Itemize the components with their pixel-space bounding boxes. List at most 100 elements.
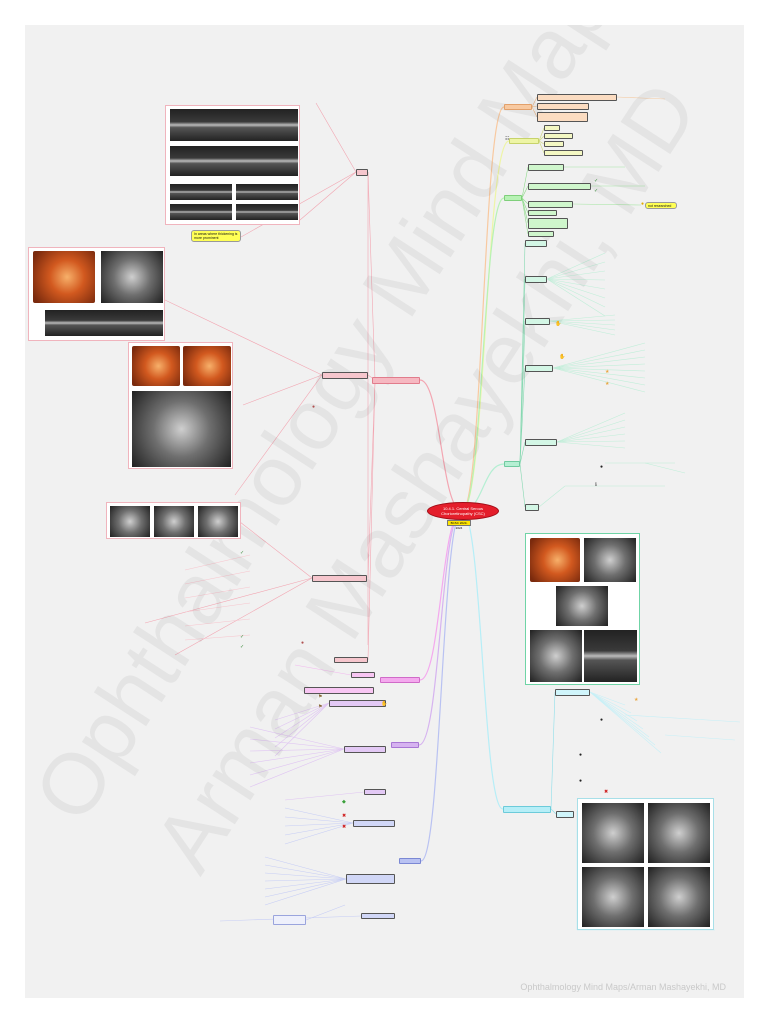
- green-branch-node[interactable]: [504, 195, 522, 201]
- connector-line: [552, 349, 646, 369]
- connector-line: [552, 367, 646, 372]
- pink-child-node-low[interactable]: [312, 575, 367, 582]
- autofluorescence-c: [198, 506, 238, 537]
- green-child-node-2[interactable]: [528, 183, 591, 190]
- connector-line: [239, 521, 313, 579]
- pin-icon: ●: [312, 404, 316, 410]
- connector-line: [249, 748, 345, 788]
- pink-child-node-bottom[interactable]: [334, 657, 368, 663]
- connector-line: [546, 278, 606, 290]
- green-child-node-3[interactable]: [528, 201, 573, 208]
- connector-curve: [419, 379, 463, 512]
- blue-child-node-3[interactable]: [361, 913, 395, 919]
- connector-line: [589, 691, 638, 722]
- cyan-child-node-1[interactable]: [555, 689, 590, 696]
- connector-line: [521, 197, 529, 235]
- connector-line: [521, 197, 529, 205]
- pink-branch-node-1[interactable]: [372, 377, 420, 384]
- blue-leaf-node[interactable]: [273, 915, 306, 925]
- yellow-child-node-1[interactable]: [544, 125, 560, 131]
- figure-fundus-fa-panel: [525, 533, 640, 685]
- connector-line: [184, 618, 251, 627]
- connector-line: [531, 96, 538, 108]
- cross-icon: ✖: [342, 824, 347, 830]
- mint-child-node-1[interactable]: [525, 240, 547, 247]
- connector-curve: [461, 510, 504, 810]
- connector-line: [552, 367, 646, 386]
- blue-child-node-1[interactable]: [353, 820, 395, 827]
- connector-line: [552, 363, 646, 369]
- fundus-photo: [530, 538, 580, 582]
- info-icon: ℹ: [595, 482, 597, 488]
- connector-line: [549, 314, 616, 322]
- pink-child-node-top[interactable]: [356, 169, 368, 176]
- mint-child-node-6[interactable]: [525, 504, 539, 511]
- green-child-node-1[interactable]: [528, 164, 564, 171]
- infrared-image: [530, 630, 582, 682]
- connector-line: [549, 320, 616, 326]
- connector-line: [294, 664, 352, 676]
- connector-line: [184, 554, 251, 571]
- connector-line: [521, 197, 529, 214]
- angiogram-left: [101, 251, 163, 303]
- violet-child-node-3[interactable]: [364, 789, 386, 795]
- mint-child-node-4[interactable]: [525, 365, 553, 372]
- violet-branch-node[interactable]: [391, 742, 419, 748]
- connector-line: [589, 691, 650, 738]
- connector-line: [519, 463, 526, 508]
- oct-scan-image: [584, 630, 637, 682]
- connector-line: [264, 878, 347, 890]
- yellow-child-node-2[interactable]: [544, 133, 573, 139]
- orange-child-node-1[interactable]: [537, 94, 617, 101]
- connector-line: [624, 714, 741, 723]
- connector-line: [556, 419, 626, 443]
- connector-line: [589, 691, 644, 730]
- magenta-child-node-2[interactable]: [304, 687, 374, 694]
- blue-branch-node[interactable]: [399, 858, 421, 864]
- green-child-node-4[interactable]: [528, 210, 557, 216]
- connector-curve: [420, 510, 463, 862]
- connector-line: [284, 822, 354, 836]
- connector-line: [274, 702, 330, 748]
- cyan-branch-node[interactable]: [503, 806, 551, 813]
- star-icon: ★: [605, 381, 610, 387]
- bulb-icon: ●: [641, 201, 645, 207]
- orange-child-node-2[interactable]: [537, 103, 589, 110]
- pink-child-node-mid[interactable]: [322, 372, 368, 379]
- violet-child-node-1[interactable]: [329, 700, 386, 707]
- mint-child-node-5[interactable]: [525, 439, 557, 446]
- orange-child-node-3[interactable]: [537, 112, 588, 122]
- connector-line: [299, 171, 357, 221]
- connector-line: [550, 691, 556, 810]
- mint-branch-node[interactable]: [504, 461, 520, 467]
- connector-line: [531, 105, 538, 108]
- green-child-node-6[interactable]: [528, 231, 554, 237]
- yellow-child-node-3[interactable]: [544, 141, 564, 147]
- connector-line: [546, 278, 606, 308]
- central-topic-node[interactable]: 10.4.1. Central Serous Chorioretinopathy…: [427, 502, 499, 520]
- orange-branch-node[interactable]: [504, 104, 532, 110]
- connector-line: [546, 270, 606, 280]
- green-child-node-5[interactable]: [528, 218, 568, 229]
- hand-icon: ✋: [555, 321, 562, 327]
- connector-curve: [461, 106, 505, 512]
- mint-child-node-2[interactable]: [525, 276, 547, 283]
- yellow-branch-node[interactable]: [509, 138, 539, 144]
- connector-line: [249, 748, 345, 764]
- yellow-child-node-4[interactable]: [544, 150, 583, 156]
- violet-child-node-2[interactable]: [344, 746, 386, 753]
- cyan-child-node-2[interactable]: [556, 811, 574, 818]
- connector-line: [572, 203, 642, 206]
- mint-child-node-3[interactable]: [525, 318, 550, 325]
- magenta-child-node-1[interactable]: [351, 672, 375, 678]
- connector-line: [184, 570, 251, 585]
- check-icon: ✓: [240, 634, 245, 640]
- connector-line: [589, 691, 632, 714]
- blue-child-node-2[interactable]: [346, 874, 395, 884]
- magenta-branch-node[interactable]: [380, 677, 420, 683]
- connector-line: [174, 577, 313, 656]
- cross-icon: ✖: [342, 813, 347, 819]
- oct-scan-c: [170, 184, 232, 200]
- star-icon: ★: [605, 369, 610, 375]
- connector-line: [184, 602, 251, 613]
